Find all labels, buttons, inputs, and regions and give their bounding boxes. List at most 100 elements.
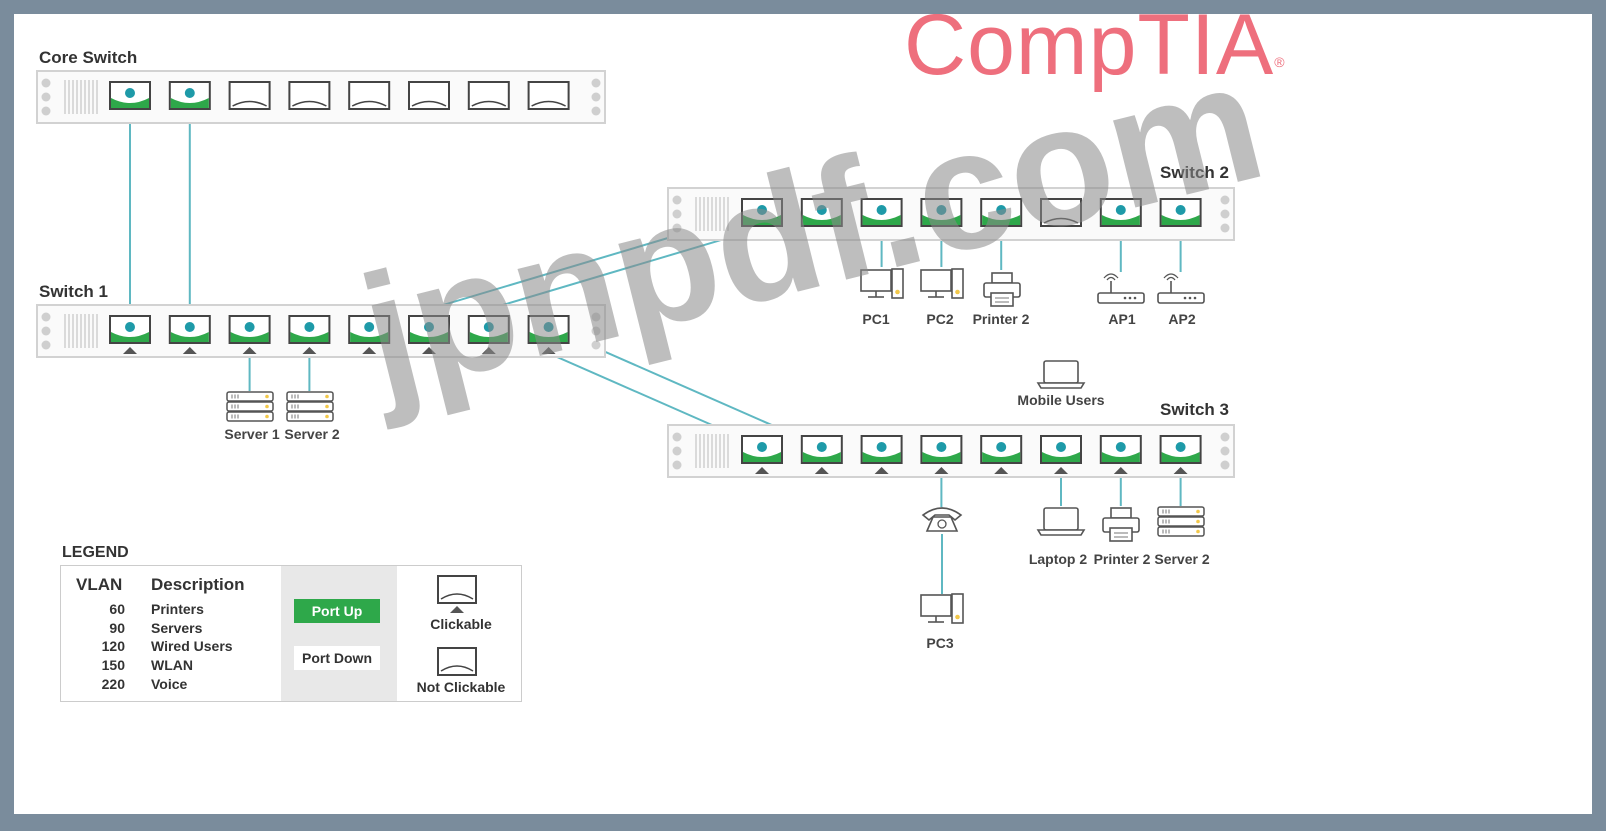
sw2-port-5-link-dot [996,205,1007,215]
sw1-port-4-clickable-marker[interactable] [302,347,317,354]
sw3-port-4-clickable-marker[interactable] [934,467,949,474]
server-icon-server2-unit [286,411,334,422]
wireless-ap-icon-ap2-led [1183,296,1187,300]
sw1-screw [41,312,51,322]
sw1-port-6-clickable-marker[interactable] [422,347,436,354]
switch3-title: Switch 3 [1160,400,1229,419]
sw1-port-5[interactable] [348,315,391,354]
sw1-port-3[interactable] [228,315,271,354]
sw3-port-3-link-dot [876,442,887,452]
legend-vlan-220: 220 [101,676,125,692]
wireless-ap-icon-ap1-led [1128,296,1132,300]
sw1-port-6-link-dot [424,322,434,332]
legend-vlan-150: 150 [101,657,125,673]
server-icon-server2-sw3-unit [1157,506,1205,517]
desktop-pc-icon-pc2-tower [951,268,964,299]
sw1-port-3-clickable-marker[interactable] [242,347,257,354]
sw3-port-5-clickable-marker[interactable] [994,467,1009,474]
sw1-port-1-clickable-marker[interactable] [123,347,137,354]
sw3-port-8-link-dot [1175,442,1186,452]
sw2-port-3 [860,198,903,227]
label-pc2: PC2 [926,311,954,327]
sw2-port-8-up-indicator [1161,215,1200,225]
core-port-4-down-indicator [292,100,327,107]
label-server1: Server 1 [224,426,280,442]
sw2-port-2 [800,198,843,227]
legend-vlan-90: 90 [109,620,125,636]
sw3-port-1-clickable-marker[interactable] [755,467,769,474]
printer-icon-sw2-output [990,292,1014,307]
sw1-screw [591,326,601,336]
sw1-port-2-clickable-marker[interactable] [182,347,197,354]
server-icon-server2 [286,391,334,422]
sw3-port-2[interactable] [800,435,843,474]
sw1-port-8[interactable] [527,315,570,354]
sw1-port-4[interactable] [288,315,331,354]
legend-not-clickable-port-icon [437,647,477,676]
sw1-port-7-clickable-marker[interactable] [481,347,496,354]
sw3-port-1[interactable] [741,435,783,474]
wireless-ap-icon-ap1-wave [1103,273,1119,279]
laptop-icon-laptop2 [1036,507,1086,536]
sw3-port-6[interactable] [1040,435,1082,474]
printer-icon-sw3-output [1109,527,1133,542]
switch-sw1 [36,304,606,358]
switch-sw2 [667,187,1235,241]
legend-description-header: Description [151,575,245,594]
sw3-port-5-link-dot [996,442,1007,452]
core-port-7 [467,81,510,110]
phone-icon [921,507,963,532]
sw2-port-5 [980,198,1023,227]
sw1-port-1[interactable] [109,315,151,354]
sw1-screw [41,340,51,350]
label-printer-sw2: Printer 2 [972,311,1030,327]
sw1-port-3-link-dot [244,322,255,332]
sw3-port-1-up-indicator [743,452,781,462]
core-port-8 [527,81,570,110]
desktop-pc-icon-pc3-power-led [955,614,960,620]
desktop-pc-icon-pc1 [860,268,904,299]
sw1-port-4-link-dot [304,322,315,332]
server-icon-server2-sw3-unit [1157,516,1205,527]
core-port-1-link-dot [125,88,135,98]
sw2-screw [1220,195,1230,205]
sw3-port-8-clickable-marker[interactable] [1173,467,1188,474]
sw3-port-3[interactable] [860,435,903,474]
sw3-port-5[interactable] [980,435,1023,474]
legend-port-down: Port Down [294,646,380,670]
sw1-port-6[interactable] [408,315,450,354]
sw3-port-6-clickable-marker[interactable] [1054,467,1068,474]
sw1-port-5-clickable-marker[interactable] [362,347,377,354]
sw3-port-3-clickable-marker[interactable] [874,467,889,474]
wireless-ap-icon-ap1-base [1097,292,1145,304]
sw2-port-7-link-dot [1115,205,1126,215]
sw3-port-2-clickable-marker[interactable] [814,467,829,474]
wireless-ap-icon-ap2-wave [1166,276,1176,281]
sw3-screw [1220,432,1230,442]
sw1-screw [591,312,601,322]
wireless-ap-icon-ap1-wave [1106,276,1116,281]
server-icon-server1-led [265,394,269,399]
sw2-port-2-link-dot [816,205,827,215]
sw1-screw [591,340,601,350]
core-port-1-up-indicator [111,98,149,108]
laptop-icon-laptop2-keyboard [1036,529,1086,536]
sw1-port-7[interactable] [467,315,510,354]
sw3-screw [672,432,682,442]
server-icon-server2-led [325,394,329,399]
sw3-port-8[interactable] [1159,435,1202,474]
legend-vlan-60: 60 [109,601,125,617]
server-icon-server2-led [325,404,329,409]
sw3-port-7-up-indicator [1101,452,1140,462]
sw1-port-8-clickable-marker[interactable] [541,347,556,354]
phone-icon-dial [937,519,947,529]
sw3-port-7[interactable] [1099,435,1142,474]
desktop-pc-icon-pc1-power-led [895,289,900,295]
server-icon-server2-sw3-led [1196,509,1200,514]
sw1-port-2[interactable] [168,315,211,354]
sw3-port-7-clickable-marker[interactable] [1113,467,1128,474]
sw3-port-4[interactable] [920,435,963,474]
core-port-2 [168,81,211,110]
core-port-8-down-indicator [531,100,566,107]
sw1-port-8-link-dot [543,322,554,332]
